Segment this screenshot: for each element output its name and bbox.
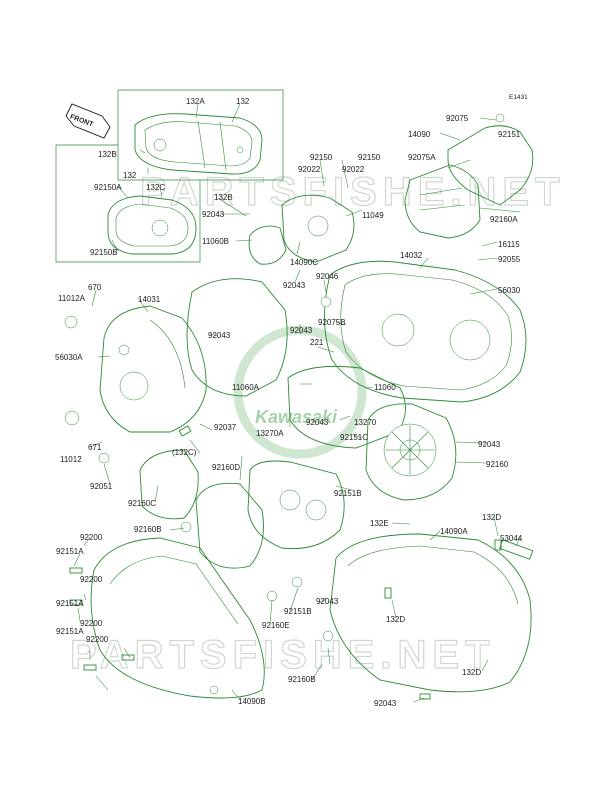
part-number-label: 132B [214, 193, 233, 202]
part-number-label: 132D [482, 513, 501, 522]
part-number-label: 16115 [498, 240, 520, 249]
part-number-label: 14031 [138, 295, 161, 304]
part-number-label: 92055 [498, 255, 521, 264]
part-number-label: 92150 [358, 153, 381, 162]
watermark-group: PARTSFISHE.NET PARTSFISHE.NET [69, 169, 566, 677]
part-number-label: 92160A [490, 215, 518, 224]
part-number-label: 92051 [90, 482, 113, 491]
part-number-label: 132A [186, 97, 205, 106]
part-number-label: 11060B [202, 237, 229, 246]
part-number-label: 92200 [80, 533, 103, 542]
front-arrow-shape [65, 103, 111, 139]
part-inset-gasket [107, 195, 197, 255]
part-number-label: 92150 [310, 153, 333, 162]
part-number-label: 92075 [446, 114, 469, 123]
part-bolts [64, 113, 505, 700]
part-number-label: 92200 [80, 619, 103, 628]
part-number-label: 92151B [334, 489, 362, 498]
part-number-label: 14090C [290, 258, 318, 267]
part-number-label: 92022 [342, 165, 365, 174]
detail-box-lower [55, 145, 201, 263]
part-number-label: 92150A [94, 183, 122, 192]
part-sprocket-cover [248, 194, 355, 265]
part-number-label: 11060A [232, 383, 260, 392]
part-number-label: 92160D [212, 463, 240, 472]
part-upper-right-cover [404, 125, 534, 239]
part-number-label: 92200 [86, 635, 109, 644]
part-gear-cover-13270 [365, 403, 457, 501]
part-number-label: 132 [123, 171, 137, 180]
part-number-label: 14090A [440, 527, 468, 536]
part-number-label: 92043 [202, 210, 225, 219]
part-number-label: 92043 [290, 326, 313, 335]
detail-box-frames [55, 89, 284, 263]
part-number-label: 132D [462, 668, 481, 677]
part-number-label: 13270 [354, 418, 377, 427]
part-gasket-11060 [287, 365, 406, 449]
part-number-label: 132D [386, 615, 405, 624]
part-number-label: 92151B [284, 607, 312, 616]
detail-box-upper [117, 89, 284, 181]
reference-code: E1431 [509, 94, 528, 101]
part-number-label: 56030 [498, 286, 521, 295]
part-number-label: 92043 [374, 699, 397, 708]
watermark-text-top: PARTSFISHE.NET [140, 170, 566, 214]
part-cover-plates [139, 449, 264, 569]
part-number-label: 14032 [400, 251, 423, 260]
part-number-label: 221 [310, 338, 324, 347]
brand-text: Kawasaki [255, 407, 338, 427]
part-number-label: 11012 [60, 455, 82, 464]
part-number-label: 92160B [288, 675, 316, 684]
part-gasket-11060A [186, 278, 288, 397]
part-number-label: 92150B [90, 248, 118, 257]
part-number-label: 11049 [362, 211, 384, 220]
watermark-text-bottom: PARTSFISHE.NET [70, 633, 496, 677]
part-number-label: 92046 [316, 272, 339, 281]
leader-lines [73, 103, 521, 703]
part-number-label: 92043 [478, 440, 501, 449]
part-number-label: 92160E [262, 621, 290, 630]
part-mid-plate [247, 460, 345, 550]
part-number-label: 92200 [80, 575, 103, 584]
part-number-label: 11060 [374, 383, 396, 392]
part-number-label: 670 [88, 283, 102, 292]
part-number-label: 92151 [498, 130, 521, 139]
part-left-cover-14031 [99, 305, 207, 433]
part-number-label: 92151A [56, 547, 84, 556]
part-number-label: 92160 [486, 460, 509, 469]
part-number-label: 92043 [208, 331, 231, 340]
part-number-label: 132C [146, 183, 165, 192]
part-number-label: 92160C [128, 499, 156, 508]
part-number-label: 14090B [238, 697, 266, 706]
part-number-label: 132E [370, 519, 389, 528]
part-number-label: 92043 [283, 281, 306, 290]
part-number-label: 92151C [340, 433, 368, 442]
part-number-label: 92151A [56, 627, 84, 636]
part-number-label: 92043 [306, 418, 329, 427]
part-number-label: 671 [88, 443, 102, 452]
part-number-label: 92075A [408, 153, 436, 162]
front-arrow: FRONT [65, 103, 111, 139]
part-number-label: 92160B [134, 525, 162, 534]
part-drawings [64, 113, 534, 700]
part-number-label: 92151A [56, 599, 84, 608]
part-lower-left-cover-14090B [90, 537, 265, 699]
part-number-label: (132C) [172, 448, 197, 457]
part-number-label: 56030A [55, 353, 83, 362]
part-cover-132 [134, 113, 263, 175]
part-number-label: 11012A [58, 294, 86, 303]
part-number-label: 92075B [318, 318, 346, 327]
part-number-label: 92037 [214, 423, 237, 432]
part-number-label: 14090 [408, 130, 431, 139]
part-crankcase-cover-14032 [324, 260, 527, 403]
part-number-label: 92043 [316, 597, 339, 606]
part-number-label: 53044 [500, 534, 523, 543]
part-number-label: 132B [98, 150, 117, 159]
part-number-label: 132 [236, 97, 250, 106]
part-number-label: 13270A [256, 429, 284, 438]
part-number-label: 92022 [298, 165, 321, 174]
